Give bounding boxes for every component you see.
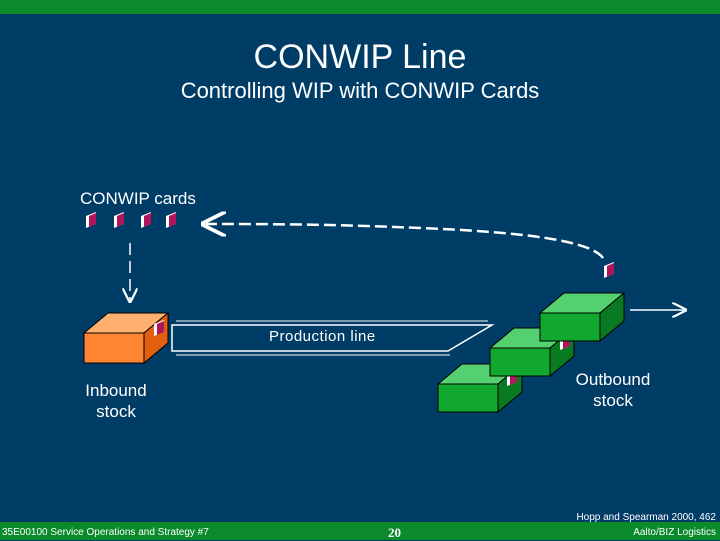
conwip-card-3	[141, 212, 151, 228]
production-line-label: Production line	[269, 328, 376, 345]
outbound-label-line1: Outbound	[575, 370, 651, 389]
inbound-stock-box	[82, 311, 170, 365]
wip-box-3	[538, 291, 626, 343]
returning-card	[604, 262, 614, 278]
production-line	[171, 320, 495, 356]
conwip-card-4	[166, 212, 176, 228]
wip-box-1	[436, 362, 524, 414]
conwip-card-2	[114, 212, 124, 228]
citation-line1: Hopp and Spearman 2000, 462	[576, 512, 716, 523]
citation-line2: Aalto/BIZ Logistics	[633, 527, 716, 538]
conwip-cards-label: CONWIP cards	[80, 189, 196, 208]
citation: Hopp and Spearman 2000, 462 Aalto/BIZ Lo…	[520, 510, 716, 540]
inbound-label-line1: Inbound	[85, 381, 147, 400]
card-return-arrow	[206, 224, 605, 259]
inbound-stock-label: Inbound stock	[66, 380, 166, 422]
slide-subtitle: Controlling WIP with CONWIP Cards	[180, 78, 540, 103]
bottom-band	[0, 522, 720, 540]
outbound-stock-label: Outbound stock	[563, 369, 663, 411]
course-footer: 35E00100 Service Operations and Strategy…	[2, 527, 209, 538]
page-number: 20	[388, 525, 401, 540]
inbound-label-line2: stock	[96, 402, 136, 421]
outbound-label-line2: stock	[593, 391, 633, 410]
top-band	[0, 0, 720, 14]
conwip-card-1	[86, 212, 96, 228]
slide-title: CONWIP Line	[253, 38, 467, 76]
